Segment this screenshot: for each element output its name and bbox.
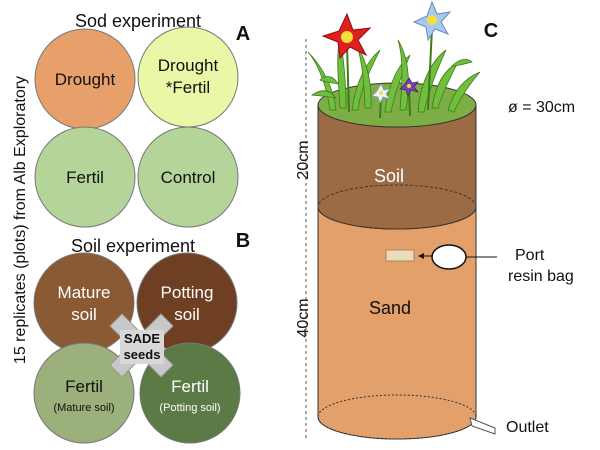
sand-label: Sand [369, 298, 411, 318]
plot-drought-fertil [137, 26, 239, 128]
plot-fertil-potting-label: Fertil [171, 377, 209, 396]
plot-drought-fertil-label-2: *Fertil [166, 78, 210, 97]
plot-fertil-potting-sublabel: (Potting soil) [159, 402, 220, 414]
sade-seeds-marker: SADE seeds [109, 313, 174, 378]
plot-fertil [34, 126, 136, 228]
panel-b-letter: B [236, 230, 250, 252]
panel-c-letter: C [484, 20, 498, 42]
plot-drought-label: Drought [55, 70, 116, 89]
sand-layer [317, 206, 477, 440]
port-opening [431, 244, 467, 270]
panel-b-title: Soil experiment [71, 236, 195, 256]
plot-fertil-label: Fertil [66, 168, 104, 187]
plot-control [137, 126, 239, 228]
plot-drought-fertil-label: Drought [158, 56, 219, 75]
plot-mature-soil-label: Mature [58, 283, 111, 302]
white-flower-icon [371, 83, 392, 105]
plot-potting-soil-label-2: soil [174, 305, 200, 324]
panel-c: C [295, 0, 575, 440]
port-arrow-head [418, 253, 424, 259]
panel-a-title: Sod experiment [75, 11, 201, 31]
outlet-pipe [469, 417, 496, 435]
purple-flower-icon [399, 77, 420, 98]
bottom-rim [317, 394, 477, 440]
soil-sand-boundary [317, 184, 477, 230]
plot-mature-soil-label-2: soil [71, 305, 97, 324]
plot-mature-soil [33, 252, 135, 354]
plot-fertil-mature-sublabel: (Mature soil) [53, 402, 114, 414]
resin-bag [385, 249, 415, 262]
plot-fertil-mature-label: Fertil [65, 377, 103, 396]
panel-b: Soil experiment B Mature soil Potting so… [33, 230, 250, 444]
diameter-label: ø = 30cm [508, 99, 575, 116]
soil-depth-label: 20cm [295, 140, 312, 179]
grass-vegetation [307, 37, 481, 113]
sand-depth-label: 40cm [295, 298, 312, 337]
port-label: Port [515, 247, 545, 264]
panel-a: Sod experiment A Drought Drought *Fertil… [34, 11, 250, 228]
replicates-axis-label: 15 replicates (plots) from Alb Explorato… [12, 76, 29, 364]
plot-potting-soil-label: Potting [161, 283, 214, 302]
resin-bag-label: resin bag [508, 268, 574, 285]
plot-fertil-mature [33, 342, 135, 444]
soil-label: Soil [374, 166, 404, 186]
sade-seeds-label-2: seeds [124, 347, 161, 362]
blue-flower-icon [412, 0, 452, 42]
outlet-label: Outlet [506, 419, 549, 436]
red-flower-icon [321, 12, 372, 60]
plot-control-label: Control [161, 168, 216, 187]
panel-a-letter: A [236, 23, 250, 45]
sade-seeds-label: SADE [124, 331, 160, 346]
